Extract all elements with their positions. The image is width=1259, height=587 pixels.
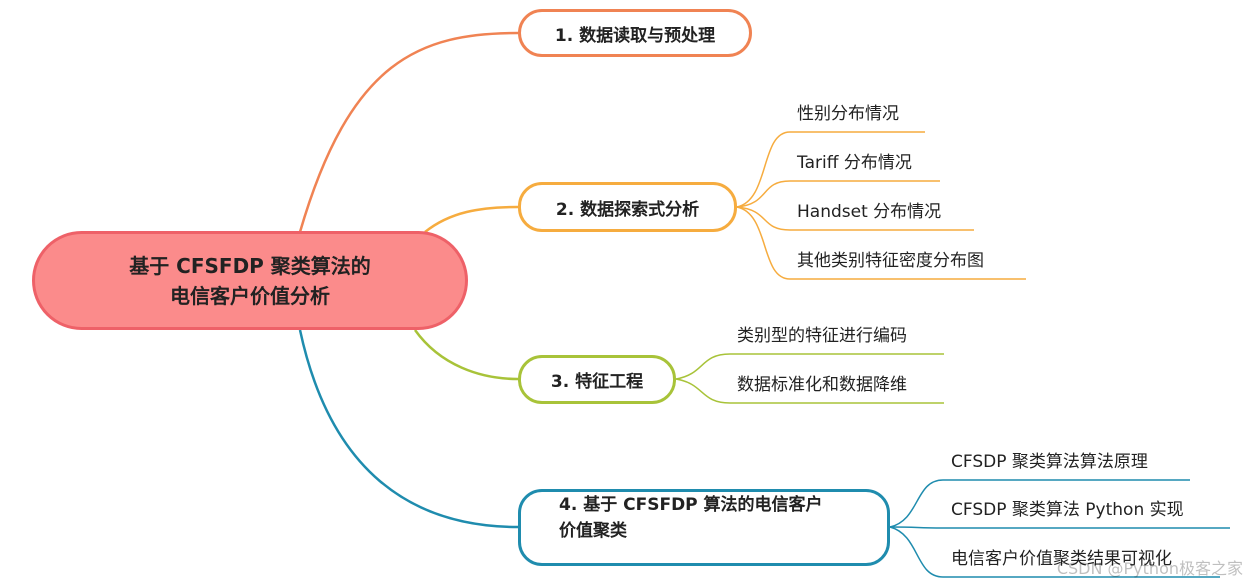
- connector-b2-child-3: [736, 206, 974, 231]
- branch-4-label-line-2: 价值聚类: [559, 521, 627, 541]
- branch-node-1[interactable]: 1. 数据读取与预处理: [518, 9, 752, 57]
- connector-root-branch-4: [298, 329, 519, 529]
- leaf-node[interactable]: 性别分布情况: [797, 104, 899, 124]
- leaf-node[interactable]: 其他类别特征密度分布图: [797, 251, 984, 271]
- connector-b4-child-2: [889, 526, 1230, 529]
- connector-root-branch-2: [424, 205, 519, 233]
- branch-2-label: 2. 数据探索式分析: [555, 199, 700, 220]
- connector-b3-child-2: [675, 378, 944, 404]
- root-node[interactable]: 基于 CFSFDP 聚类算法的 电信客户价值分析: [32, 231, 468, 330]
- leaf-node[interactable]: 数据标准化和数据降维: [737, 375, 907, 395]
- leaf-node[interactable]: 电信客户价值聚类结果可视化: [951, 549, 1172, 569]
- connector-root-branch-1: [298, 31, 519, 233]
- root-title-line-1: 基于 CFSFDP 聚类算法的: [129, 253, 371, 278]
- connector-b4-child-1: [889, 479, 1190, 528]
- connector-b2-child-2: [736, 180, 940, 208]
- branch-3-label: 3. 特征工程: [550, 372, 644, 392]
- connector-b3-child-1: [675, 353, 944, 380]
- connector-root-branch-3: [413, 329, 519, 381]
- root-title-line-2: 电信客户价值分析: [170, 283, 330, 308]
- watermark: CSDN @Python极客之家: [1056, 559, 1243, 578]
- connector-b4-child-3: [889, 526, 1220, 578]
- branch-node-2[interactable]: 2. 数据探索式分析: [518, 182, 737, 232]
- connector-b2-child-4: [736, 206, 1026, 280]
- leaf-node[interactable]: Handset 分布情况: [797, 202, 942, 222]
- leaf-node[interactable]: CFSDP 聚类算法算法原理: [951, 452, 1148, 472]
- connector-b2-child-1: [736, 131, 925, 208]
- leaf-node[interactable]: CFSDP 聚类算法 Python 实现: [951, 500, 1184, 520]
- branch-node-4[interactable]: 4. 基于 CFSFDP 算法的电信客户 价值聚类: [518, 489, 890, 566]
- branch-4-label-line-1: 4. 基于 CFSFDP 算法的电信客户: [559, 495, 823, 515]
- branch-1-label: 1. 数据读取与预处理: [554, 25, 716, 46]
- branch-node-3[interactable]: 3. 特征工程: [518, 355, 676, 404]
- leaf-node[interactable]: 类别型的特征进行编码: [737, 326, 907, 346]
- leaf-node[interactable]: Tariff 分布情况: [797, 153, 912, 173]
